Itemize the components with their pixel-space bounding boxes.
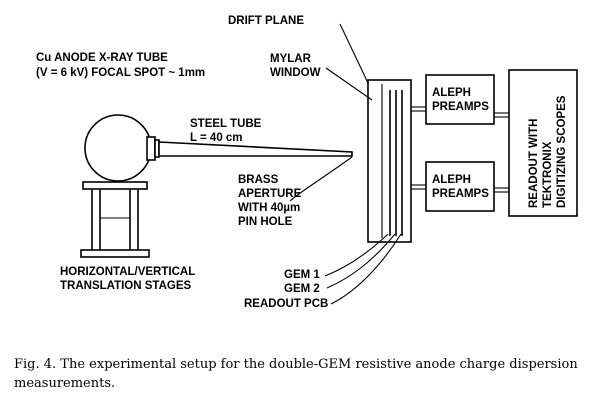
readout-pcb-label: READOUT PCB: [244, 298, 328, 310]
stages-label-line1: HORIZONTAL/VERTICAL: [60, 266, 195, 278]
xray-tube-label-line2: (V = 6 kV) FOCAL SPOT ~ 1mm: [36, 67, 205, 79]
mylar-window-label-line2: WINDOW: [270, 67, 321, 79]
steel-tube-label-line2: L = 40 cm: [190, 132, 243, 144]
readout-label-line3: DIGITIZING SCOPES: [556, 95, 568, 208]
figure-caption: Fig. 4. The experimental setup for the d…: [14, 357, 578, 391]
steel-tube-label-line1: STEEL TUBE: [190, 118, 262, 130]
preamp-top-label-line1: ALEPH: [432, 87, 471, 99]
preamp-bottom-label-line2: PREAMPS: [432, 188, 489, 200]
preamp-top-box: [425, 74, 495, 125]
preamp-bottom-label-line1: ALEPH: [432, 174, 471, 186]
leader-lines: [289, 23, 402, 305]
brass-aperture-label-line4: PIN HOLE: [238, 216, 293, 228]
readout-label-line2: TEKTRONIX: [542, 141, 554, 208]
xray-tube: [84, 114, 160, 182]
xray-tube-label-line1: Cu ANODE X-RAY TUBE: [36, 52, 168, 64]
mylar-window-label-line1: MYLAR: [270, 53, 312, 65]
brass-aperture-label-line2: APERTURE: [238, 188, 302, 200]
preamp-top-label-line2: PREAMPS: [432, 101, 489, 113]
readout-label-group: READOUT WITH TEKTRONIX DIGITIZING SCOPES: [528, 95, 568, 208]
steel-tube: [158, 141, 353, 157]
brass-aperture-label-line1: BRASS: [238, 174, 279, 186]
brass-aperture-label-line3: WITH 40µm: [238, 202, 300, 214]
preamp-bottom-box: [425, 161, 495, 212]
gem1-label: GEM 1: [284, 269, 320, 281]
signal-cables: [411, 106, 509, 193]
translation-stage-stand: [80, 181, 150, 258]
stages-label-line2: TRANSLATION STAGES: [60, 280, 192, 292]
gem2-label: GEM 2: [284, 283, 320, 295]
drift-plane-label: DRIFT PLANE: [228, 15, 304, 27]
readout-box: [508, 69, 578, 217]
readout-label-line1: READOUT WITH: [528, 119, 540, 208]
gem-detector: [367, 79, 412, 243]
